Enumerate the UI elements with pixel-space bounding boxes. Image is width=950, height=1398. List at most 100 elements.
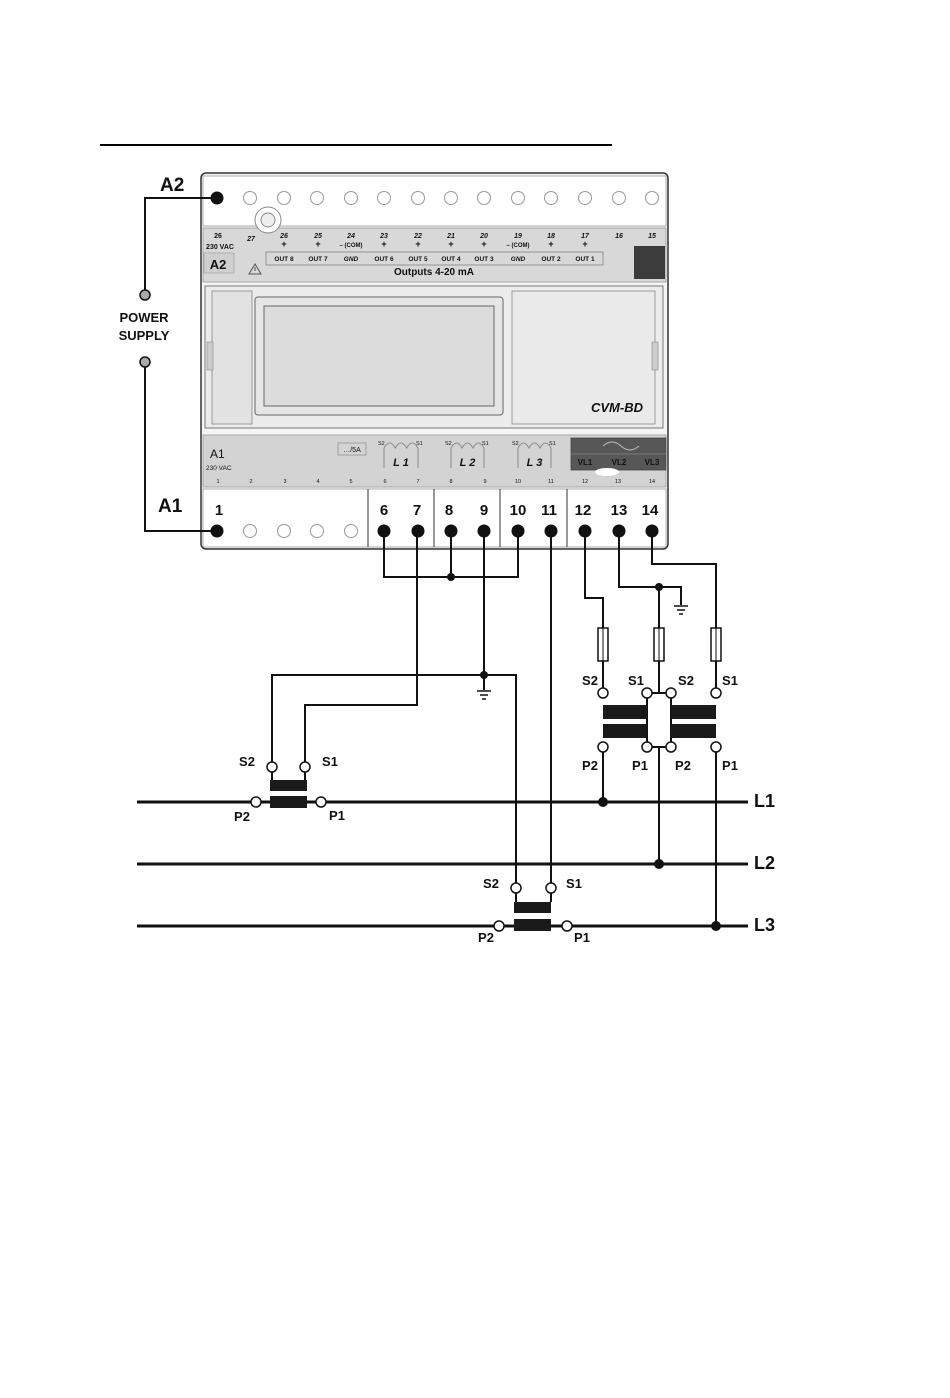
panel-small-number: 14 <box>649 479 655 485</box>
top-terminal-number: 20 <box>479 233 488 240</box>
top-terminal-number: 25 <box>313 233 322 240</box>
terminal-number: 6 <box>380 502 388 519</box>
top-terminal-sign: + <box>281 239 286 249</box>
fuse-icon <box>597 627 609 662</box>
ct1-p1: P1 <box>329 808 345 823</box>
top-output-label: OUT 4 <box>441 256 461 263</box>
top-terminal <box>612 191 626 205</box>
line-l2-label: L2 <box>754 853 775 873</box>
panel-small-number: 5 <box>349 479 352 485</box>
ct3-p2: P2 <box>478 930 494 945</box>
top-terminal-number: 16 <box>615 233 623 240</box>
ct-line-label: L 2 <box>460 457 476 469</box>
ct-pin-label: S2 <box>378 441 385 447</box>
ct1-s1: S1 <box>322 754 338 769</box>
ct-coil-icon <box>517 442 552 468</box>
fuse-icon <box>710 627 722 662</box>
current-transformer-l3 <box>493 882 573 932</box>
outputs-title: Outputs 4-20 mA <box>394 267 474 278</box>
top-terminal <box>444 191 458 205</box>
fuse-icon <box>653 627 665 662</box>
bottom-terminal <box>344 524 358 538</box>
panel-small-number: 1 <box>216 479 219 485</box>
bottom-left-vac: 230 VAC <box>206 465 232 472</box>
voltage-transformer-right <box>671 705 716 738</box>
ct1-p2: P2 <box>234 809 250 824</box>
voltage-labels: VL1 VL2 VL3 <box>578 458 660 467</box>
line-l1-label: L1 <box>754 791 775 811</box>
ct-pin-label: S1 <box>482 441 489 447</box>
top-terminal-number: 15 <box>648 233 656 240</box>
terminal-number: 1 <box>215 502 223 519</box>
vt-right-p1: P1 <box>722 758 738 773</box>
top-terminal-number: 21 <box>446 233 455 240</box>
power-supply-label-2: SUPPLY <box>119 328 170 343</box>
top-terminal-signs: ++– (COM)++++– (COM)++ <box>281 239 587 249</box>
bottom-terminal <box>243 524 257 538</box>
top-terminal-number: 26 <box>279 233 288 240</box>
top-terminal <box>344 191 358 205</box>
top-terminal-sign: + <box>448 239 453 249</box>
top-terminal <box>544 191 558 205</box>
bottom-terminal <box>277 524 291 538</box>
voltage-input-label: VL3 <box>645 458 660 467</box>
ct-pin-label: S1 <box>549 441 556 447</box>
line-conductors <box>137 800 748 928</box>
line-l3-label: L3 <box>754 915 775 935</box>
panel-small-number: 6 <box>383 479 386 485</box>
top-terminal <box>645 191 659 205</box>
ct-line-label: L 3 <box>527 457 543 469</box>
top-terminal <box>277 191 291 205</box>
top-terminal-sign: + <box>582 239 587 249</box>
top-terminal <box>243 191 257 205</box>
panel-small-number: 11 <box>548 479 554 485</box>
ct-pin-label: S2 <box>445 441 452 447</box>
top-terminal-number: 27 <box>246 236 256 243</box>
a2-label: A2 <box>160 175 184 196</box>
vt-right-p2: P2 <box>675 758 691 773</box>
top-terminal-sign: – (COM) <box>507 243 530 249</box>
top-output-label: OUT 7 <box>308 256 328 263</box>
top-left-vac: 230 VAC <box>206 244 234 251</box>
vt-left-p1: P1 <box>632 758 648 773</box>
top-output-label: OUT 8 <box>274 256 294 263</box>
top-terminal-sign: + <box>415 239 420 249</box>
voltage-input-label: VL1 <box>578 458 593 467</box>
top-terminal-sign: + <box>381 239 386 249</box>
voltage-input-panel <box>570 437 667 471</box>
top-terminal-sign: + <box>548 239 553 249</box>
transformer-terminals <box>597 687 722 753</box>
panel-small-number: 13 <box>615 479 621 485</box>
top-output-label: OUT 5 <box>408 256 428 263</box>
ct1-s2: S2 <box>239 754 255 769</box>
panel-small-number: 2 <box>249 479 252 485</box>
top-output-label: OUT 3 <box>474 256 494 263</box>
warning-icon <box>248 263 262 275</box>
top-output-label: OUT 2 <box>541 256 561 263</box>
adjust-knob-icon <box>254 206 282 234</box>
top-terminal-sign: + <box>315 239 320 249</box>
device-model-label: CVM-BD <box>591 400 644 415</box>
panel-small-number: 9 <box>483 479 486 485</box>
ct-coil-icon <box>450 442 485 468</box>
panel-small-number: 8 <box>449 479 452 485</box>
voltage-input-label: VL2 <box>612 458 627 467</box>
ct-coil-icon <box>383 442 419 468</box>
ct3-s2: S2 <box>483 876 499 891</box>
terminal-number: 11 <box>541 502 557 519</box>
top-terminal-sign: + <box>481 239 486 249</box>
top-terminal <box>511 191 525 205</box>
panel-small-number: 3 <box>283 479 286 485</box>
panel-small-number: 7 <box>416 479 419 485</box>
ct-pin-label: S2 <box>512 441 519 447</box>
bottom-left-a1: A1 <box>210 447 225 461</box>
top-terminal-number: 24 <box>346 233 355 240</box>
power-supply-label: POWER <box>119 310 169 325</box>
ct-pin-label: S1 <box>416 441 423 447</box>
ct3-s1: S1 <box>566 876 582 891</box>
top-terminal-number: 17 <box>581 233 590 240</box>
